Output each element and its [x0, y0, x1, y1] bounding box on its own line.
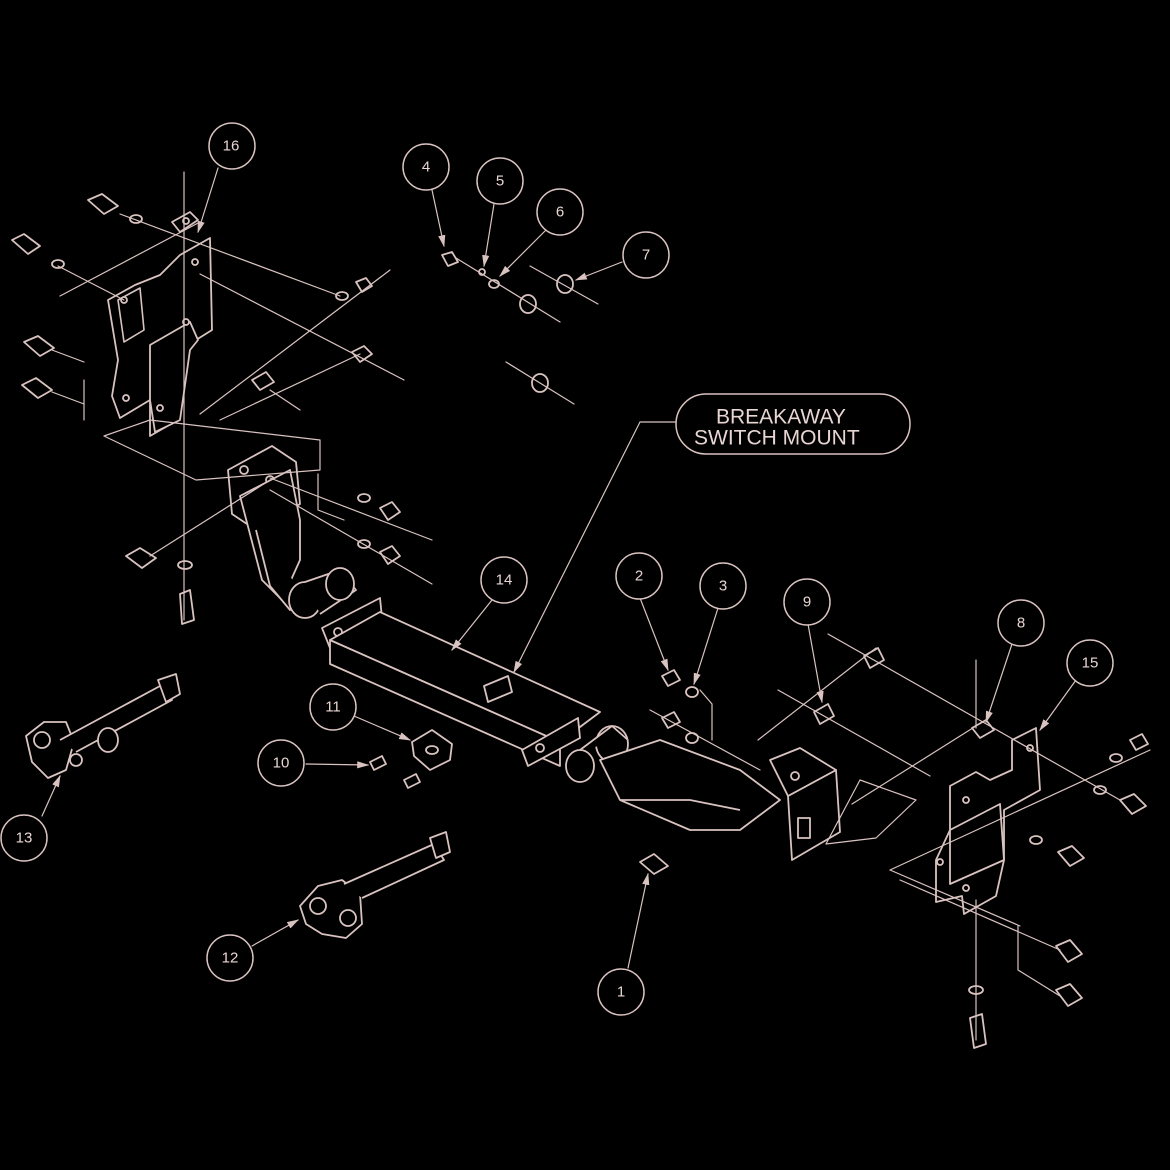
assembly-lines	[51, 171, 1151, 1041]
callout-14: 14	[480, 556, 528, 604]
breakaway-switch-mount-label: BREAKAWAY SWITCH MOUNT	[675, 393, 911, 455]
callout-11: 11	[309, 683, 357, 731]
callout-14-text: 14	[496, 572, 513, 589]
callout-7-text: 7	[642, 247, 650, 264]
leader-lines	[41, 167, 1077, 969]
clevis-13	[25, 673, 181, 779]
right-side-bracket	[935, 719, 1041, 915]
callout-3-text: 3	[719, 578, 727, 595]
callout-1: 1	[597, 968, 645, 1016]
callout-11-text: 11	[325, 699, 341, 716]
left-side-bracket	[107, 211, 213, 437]
label-line-1: BREAKAWAY	[716, 406, 846, 429]
callout-15-text: 15	[1082, 655, 1099, 672]
callout-12: 12	[206, 934, 254, 982]
callout-9: 9	[783, 578, 831, 626]
cross-tube	[227, 445, 841, 861]
callout-3: 3	[699, 562, 747, 610]
callout-10-text: 10	[273, 755, 290, 772]
top-hardware	[441, 251, 574, 393]
callout-4-text: 4	[422, 159, 430, 176]
callout-4: 4	[402, 143, 450, 191]
clevis-12	[299, 831, 451, 939]
callout-16: 16	[208, 122, 256, 170]
callout-15: 15	[1066, 639, 1114, 687]
callout-13-text: 13	[16, 830, 33, 847]
callout-5: 5	[476, 157, 524, 205]
label-line-2: SWITCH MOUNT	[694, 427, 860, 450]
callout-13: 13	[0, 814, 48, 862]
callout-9-text: 9	[803, 594, 811, 611]
callout-2: 2	[615, 552, 663, 600]
callout-12-text: 12	[222, 950, 239, 967]
callout-2-text: 2	[635, 568, 643, 585]
callout-16-text: 16	[223, 138, 240, 155]
callout-8: 8	[997, 599, 1045, 647]
breakaway-plate	[369, 729, 453, 789]
callout-1-text: 1	[617, 984, 625, 1001]
callout-6-text: 6	[556, 204, 564, 221]
callout-10: 10	[257, 739, 305, 787]
callout-5-text: 5	[496, 173, 504, 190]
callout-7: 7	[622, 231, 670, 279]
callout-8-text: 8	[1017, 615, 1025, 632]
callout-6: 6	[536, 188, 584, 236]
